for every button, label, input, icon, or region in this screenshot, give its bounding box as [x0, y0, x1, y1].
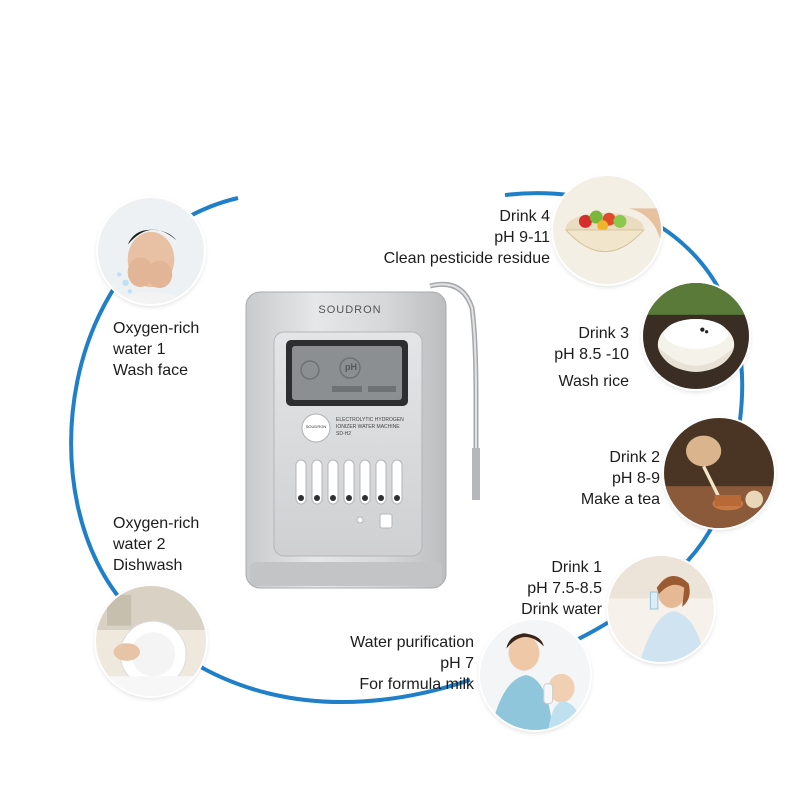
use-label-formula-milk: Water purification pH 7 For formula milk — [350, 634, 474, 693]
fruit-bowl-photo — [553, 176, 661, 284]
wash-face-photo — [98, 198, 204, 304]
use-label-make-tea: Drink 2 pH 8-9 Make a tea — [580, 449, 660, 508]
use-label-wash-face: Oxygen-rich water 1 Wash face — [113, 320, 200, 379]
use-label-drink-water: Drink 1 pH 7.5-8.5 Drink water — [521, 559, 602, 618]
use-label-clean-pesticide: Drink 4 pH 9-11 Clean pesticide residue — [383, 208, 550, 267]
tea-photo — [664, 418, 774, 528]
device-model: ELECTROLYTIC HYDROGEN IONIZER WATER MACH… — [336, 417, 404, 437]
screen-ph-text: pH — [345, 362, 357, 372]
device-brand: SOUDRON — [318, 304, 382, 316]
water-ionizer-machine: SOUDRON pH SOUDRON ELECTROLYTIC HYDROGEN… — [240, 278, 570, 598]
use-label-dishwash: Oxygen-rich water 2 Dishwash — [113, 515, 200, 574]
use-label-wash-rice: Drink 3 pH 8.5 -10 Wash rice — [554, 325, 629, 390]
device-badge: SOUDRON — [305, 424, 327, 429]
dishwash-photo — [96, 586, 206, 696]
baby-formula-photo — [480, 620, 590, 730]
rice-bowl-photo — [643, 283, 749, 389]
drinking-water-photo — [608, 556, 714, 662]
